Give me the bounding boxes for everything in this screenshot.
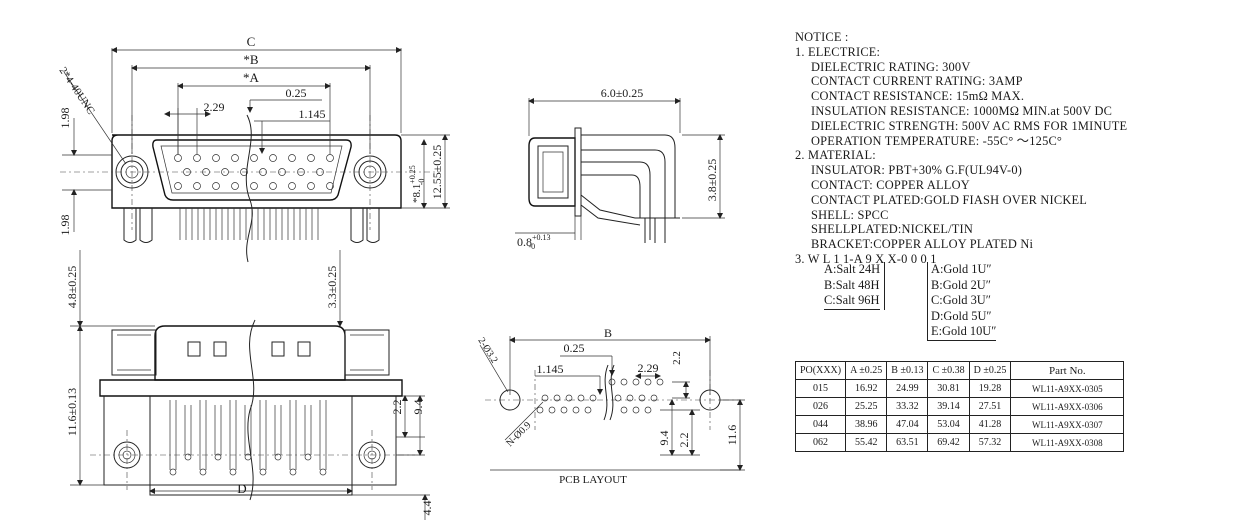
table-row: 015 16.92 24.99 30.81 19.28 WL11-A9XX-03… — [794, 379, 1125, 398]
pcb-229-label: 2.29 — [638, 361, 659, 375]
table-cell: 63.51 — [886, 433, 929, 452]
gold-options: A:Gold 1U″ B:Gold 2U″ C:Gold 3U″ D:Gold … — [927, 262, 997, 341]
gold-option: E:Gold 10U″ — [927, 324, 997, 341]
table-cell: WL11-A9XX-0307 — [1010, 415, 1125, 434]
side-height-label: 3.8±0.25 — [705, 159, 719, 202]
bottom-d-label: D — [237, 481, 246, 496]
notice-line: BRACKET:COPPER ALLOY PLATED Ni — [811, 237, 1034, 252]
bottom-33-label: 3.3±0.25 — [325, 266, 339, 309]
gold-option: C:Gold 3U″ — [927, 293, 996, 309]
side-width-label: 6.0±0.25 — [601, 86, 644, 100]
pcb-layout: B 0.25 1.145 2.29 2.2 2-Ø3.2 N-Ø0.9 9.4 … — [475, 326, 745, 486]
table-cell: 69.42 — [927, 433, 970, 452]
bottom-48-label: 4.8±0.25 — [65, 266, 79, 309]
dim-198-bottom-label: 1.98 — [58, 215, 72, 236]
pcb-116-label: 11.6 — [725, 425, 739, 446]
table-row: 062 55.42 63.51 69.42 57.32 WL11-A9XX-03… — [794, 433, 1125, 452]
table-cell: 39.14 — [927, 397, 970, 416]
salt-options: A:Salt 24H B:Salt 48H C:Salt 96H — [824, 262, 886, 310]
front-view: C *B *A 0.25 2.29 1.145 2*4-40UNC 1.98 1… — [57, 34, 450, 263]
pcb-22-top-label: 2.2 — [671, 351, 683, 365]
table-cell: 19.28 — [968, 379, 1012, 398]
table-cell: 57.32 — [968, 433, 1012, 452]
table-header-cell: Part No. — [1010, 361, 1125, 380]
table-header-cell: B ±0.13 — [886, 361, 929, 380]
notice-section-part-code: 3. W L 1 1-A 9 X X-0 0 0 1 — [795, 251, 937, 266]
pcb-hole-large-label: 2-Ø3.2 — [475, 336, 499, 366]
table-cell: WL11-A9XX-0306 — [1010, 397, 1125, 416]
side-08-label: 0.8+0.13-0 — [517, 233, 551, 251]
dim-229-label: 2.29 — [204, 100, 225, 114]
dimension-table: PO(XXX) A ±0.25 B ±0.13 C ±0.38 D ±0.25 … — [794, 361, 1125, 452]
salt-option: B:Salt 48H — [824, 277, 880, 292]
dim-1145-label: 1.145 — [299, 107, 326, 121]
salt-option: A:Salt 24H — [824, 262, 881, 276]
notice-line: CONTACT PLATED:GOLD FIASH OVER NICKEL — [811, 192, 1088, 207]
table-cell: 015 — [794, 379, 847, 398]
table-cell: 41.28 — [968, 415, 1012, 434]
table-cell: 044 — [794, 415, 847, 434]
notice-line: CONTACT: COPPER ALLOY — [811, 177, 970, 192]
table-header-cell: A ±0.25 — [845, 361, 888, 380]
table-header-row: PO(XXX) A ±0.25 B ±0.13 C ±0.38 D ±0.25 … — [794, 361, 1125, 380]
table-header-cell: C ±0.38 — [927, 361, 970, 380]
bottom-view: 4.8±0.25 3.3±0.25 11.6±0.13 2.2 9.4 4.4 … — [65, 250, 434, 520]
table-cell: 47.04 — [886, 415, 929, 434]
notice-line: DIELECTRIC STRENGTH: 500V AC RMS FOR 1MI… — [811, 118, 1128, 133]
table-row: 026 25.25 33.32 39.14 27.51 WL11-A9XX-03… — [794, 397, 1125, 416]
side-view: 6.0±0.25 3.8±0.25 0.8+0.13-0 — [515, 86, 725, 251]
table-row: 044 38.96 47.04 53.04 41.28 WL11-A9XX-03… — [794, 415, 1125, 434]
table-cell: 53.04 — [927, 415, 970, 434]
notice-line: SHELL: SPCC — [811, 207, 889, 222]
pcb-94-label: 9.4 — [657, 431, 671, 446]
table-header-cell: PO(XXX) — [794, 361, 847, 380]
table-cell: WL11-A9XX-0308 — [1010, 433, 1125, 452]
dim-81-label: *8.1+0.25-0 — [408, 165, 426, 203]
table-cell: 25.25 — [845, 397, 888, 416]
dim-c-label: C — [247, 34, 256, 49]
notice-line: INSULATOR: PBT+30% G.F(UL94V-0) — [811, 163, 1023, 178]
table-cell: 026 — [794, 397, 847, 416]
dim-1255-label: 12.55±0.25 — [430, 145, 444, 200]
dim-198-top-label: 1.98 — [58, 108, 72, 129]
table-cell: 38.96 — [845, 415, 888, 434]
pcb-1145-label: 1.145 — [537, 362, 564, 376]
table-cell: WL11-A9XX-0305 — [1010, 379, 1125, 398]
notice-line: INSULATION RESISTANCE: 1000MΩ MIN.at 500… — [811, 103, 1113, 118]
bottom-22-label: 2.2 — [390, 400, 404, 415]
table-cell: 55.42 — [845, 433, 888, 452]
pcb-layout-title: PCB LAYOUT — [559, 474, 627, 486]
pcb-b-label: B — [604, 326, 612, 340]
dim-a-label: *A — [243, 70, 260, 85]
gold-option: B:Gold 2U″ — [927, 277, 996, 294]
table-cell: 33.32 — [886, 397, 929, 416]
notice-line: SHELLPLATED:NICKEL/TIN — [811, 222, 974, 237]
gold-option: A:Gold 1U″ — [927, 262, 996, 278]
table-cell: 30.81 — [927, 379, 970, 398]
table-cell: 24.99 — [886, 379, 929, 398]
gold-option: D:Gold 5U″ — [927, 308, 996, 325]
salt-option: C:Salt 96H — [824, 293, 881, 310]
notice-section-material: 2. MATERIAL: — [795, 148, 876, 163]
bottom-116-label: 11.6±0.13 — [65, 388, 79, 436]
bottom-44-label: 4.4 — [420, 501, 434, 516]
notice-line: CONTACT RESISTANCE: 15mΩ MAX. — [811, 89, 1025, 104]
table-header-cell: D ±0.25 — [968, 361, 1012, 380]
bottom-94-label: 9.4 — [411, 400, 425, 415]
table-cell: 27.51 — [968, 397, 1012, 416]
table-cell: 062 — [794, 433, 847, 452]
notice-line: OPERATION TEMPERATURE: -55C° ～125C° — [811, 133, 1063, 148]
table-cell: 16.92 — [845, 379, 888, 398]
notice-line: CONTACT CURRENT RATING: 3AMP — [811, 74, 1023, 89]
notice-line: DIELECTRIC RATING: 300V — [811, 59, 971, 74]
pcb-025-label: 0.25 — [564, 341, 585, 355]
notice-header: NOTICE : — [795, 30, 849, 44]
dim-025-label: 0.25 — [286, 86, 307, 100]
dim-b-label: *B — [243, 52, 259, 67]
notice-block: NOTICE : 1. ELECTRICE: DIELECTRIC RATING… — [795, 30, 1225, 267]
pcb-hole-small-label: N-Ø0.9 — [504, 420, 533, 449]
notice-section-electric: 1. ELECTRICE: — [795, 44, 881, 59]
pcb-22-label: 2.2 — [677, 433, 691, 448]
